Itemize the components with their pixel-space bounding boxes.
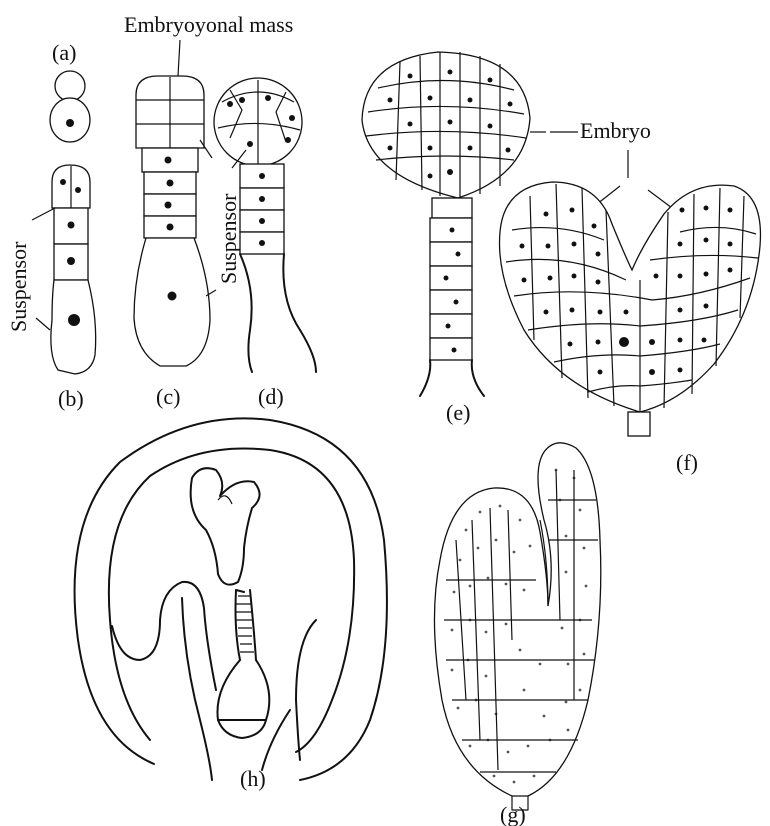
stage-h-label: (h) xyxy=(240,766,266,791)
stage-h-ovule xyxy=(75,418,387,780)
stage-b-filament xyxy=(51,165,96,374)
suspensor-b-label: Suspensor xyxy=(6,241,31,332)
embryo-label: Embryo xyxy=(580,118,651,143)
stage-f-label: (f) xyxy=(676,450,698,475)
stage-d-label: (d) xyxy=(258,384,284,409)
stage-g-embryo xyxy=(434,443,600,810)
embryonal-mass-label: Embryoyonal mass xyxy=(124,12,293,37)
stage-c-label: (c) xyxy=(156,384,180,409)
stage-a-label: (a) xyxy=(52,40,76,65)
embryo-leader-f2 xyxy=(648,190,672,208)
stage-c-embryo xyxy=(134,76,216,366)
suspensor-b-leader-bottom xyxy=(36,318,50,330)
stage-a-proembryo xyxy=(50,71,90,142)
stage-e-label: (e) xyxy=(446,400,470,425)
embryonal-mass-leader xyxy=(178,40,180,76)
suspensor-b-leader-top xyxy=(32,208,55,220)
stage-f-embryo xyxy=(500,182,761,436)
stage-g-label: (g) xyxy=(500,802,526,826)
stage-b-label: (b) xyxy=(58,386,84,411)
suspensor-d-label: Suspensor xyxy=(216,193,241,284)
